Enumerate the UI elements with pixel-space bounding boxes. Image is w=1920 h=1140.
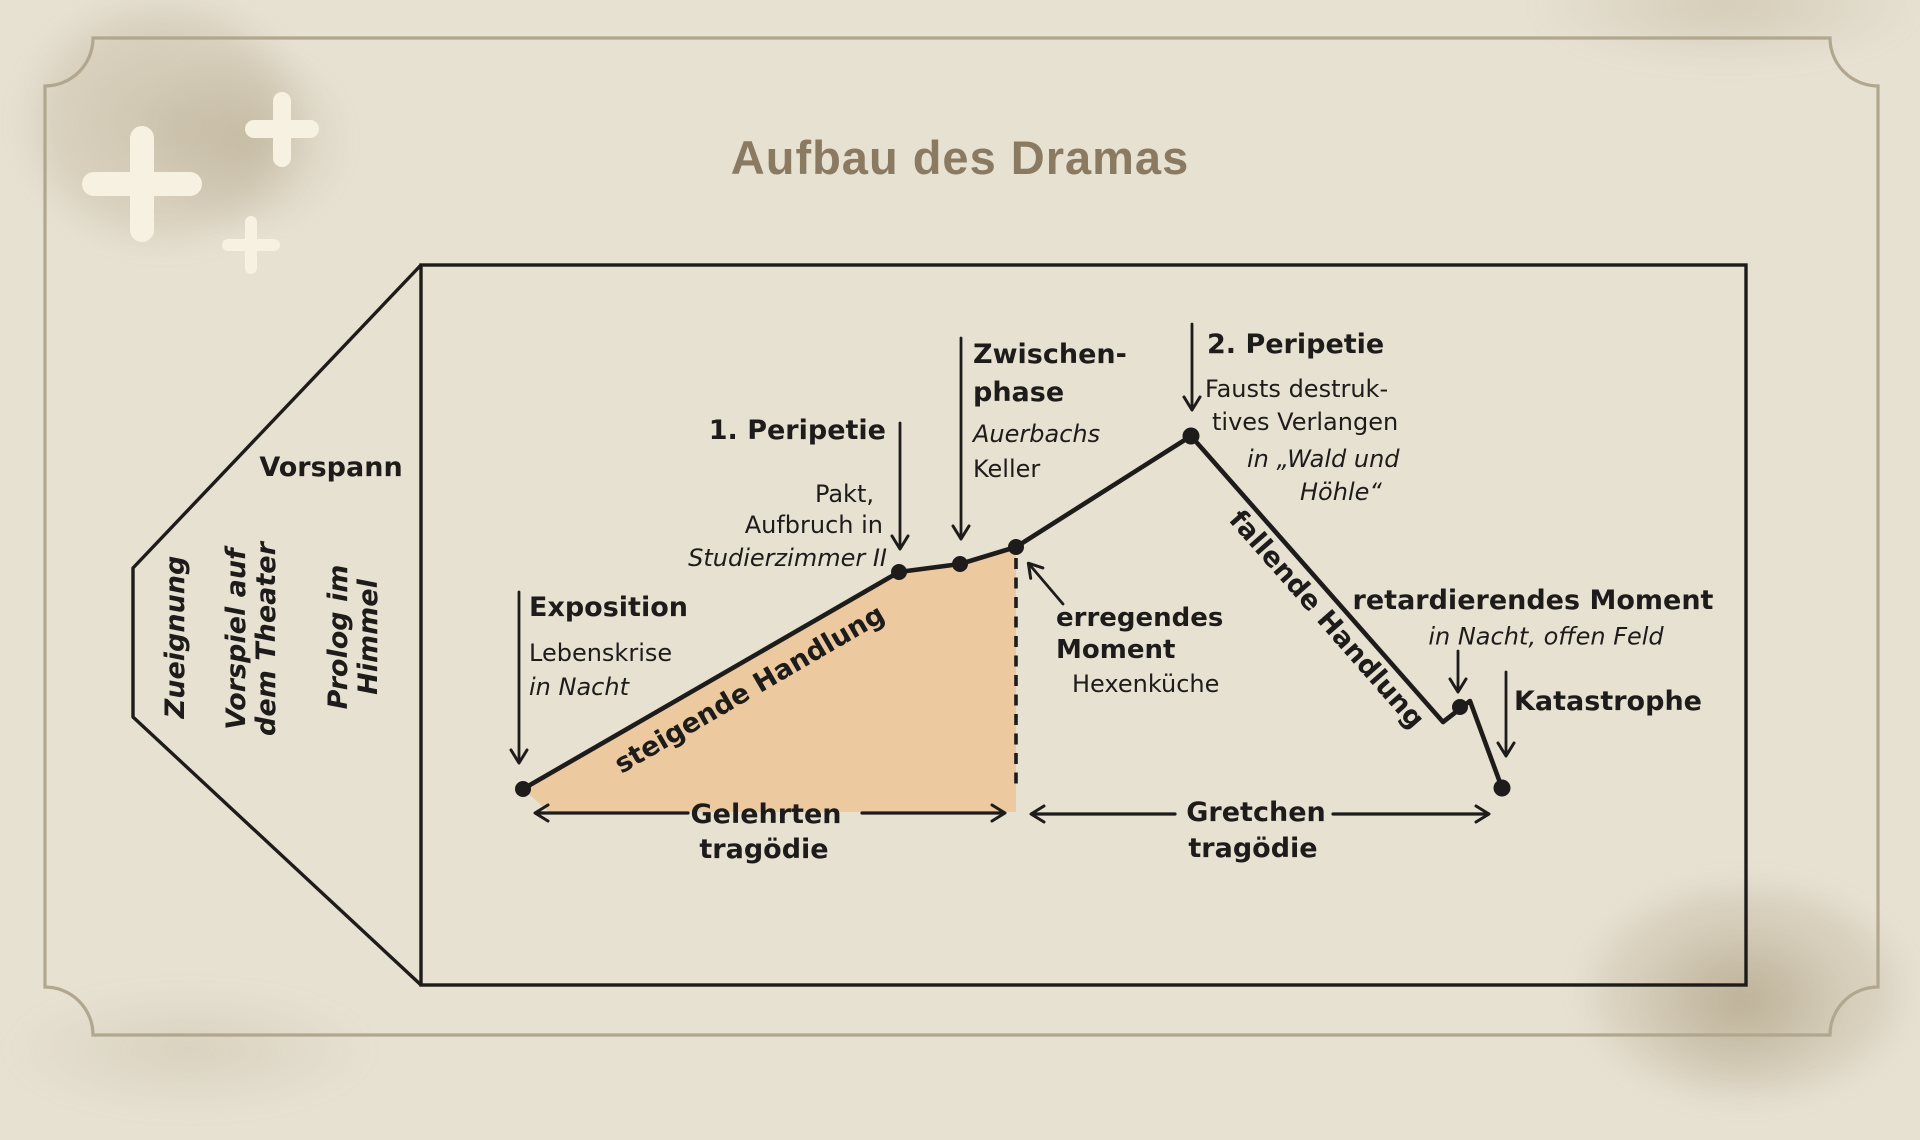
gretchen-span-line2: tragödie — [1188, 832, 1318, 864]
peripetie2-line4: Höhle“ — [1300, 478, 1382, 506]
annotation-arrows — [509, 322, 1516, 765]
peripetie1-line1: Pakt, — [814, 480, 874, 508]
peripetie1-line3: Studierzimmer II — [688, 544, 887, 572]
peripetie2-line2: tives Verlangen — [1212, 408, 1399, 436]
zwischenphase-title-line1: Zwischen- — [973, 339, 1127, 370]
zwischenphase-title-line2: phase — [973, 377, 1065, 408]
gretchen-span-line1: Gretchen — [1186, 796, 1326, 828]
plot-point-dots — [515, 427, 1511, 797]
plus-decoration-large — [82, 126, 202, 242]
retardierendes-title: retardierendes Moment — [1352, 584, 1714, 616]
peripetie1-line2: Aufbruch in — [744, 511, 883, 539]
gelehrten-span-line1: Gelehrten — [690, 798, 842, 830]
exposition-line2: in Nacht — [529, 673, 629, 701]
zwischenphase-line1: Auerbachs — [973, 420, 1101, 448]
page-title: Aufbau des Dramas — [730, 131, 1190, 184]
peripetie1-title: 1. Peripetie — [708, 415, 886, 446]
vorspiel-label: Vorspiel auf dem Theater — [220, 542, 282, 736]
diagram-canvas — [43, 36, 1880, 1037]
diagram-box-outline — [419, 263, 1748, 987]
erregendes-line1: Hexenküche — [1072, 670, 1220, 698]
retardierendes-line1: in Nacht, offen Feld — [1428, 622, 1664, 651]
tragedy-span-arrows — [533, 803, 1491, 824]
page-frame-border — [43, 36, 1880, 1037]
erregendes-arrow — [1026, 561, 1065, 606]
peripetie2-line1: Fausts destruk- — [1205, 375, 1389, 403]
exposition-line1: Lebenskrise — [529, 639, 673, 667]
zueignung-label: Zueignung — [159, 555, 191, 719]
gelehrten-span-line2: tragödie — [699, 833, 829, 865]
prolog-label: Prolog im Himmel — [322, 564, 384, 710]
peripetie2-title: 2. Peripetie — [1207, 329, 1385, 360]
zwischenphase-line2: Keller — [973, 455, 1041, 483]
plus-decoration-medium — [245, 92, 319, 167]
exposition-title: Exposition — [529, 592, 688, 623]
peripetie2-line3: in „Wald und — [1247, 445, 1400, 473]
prelude-flap-outline — [131, 263, 423, 987]
vorspann-label: Vorspann — [259, 451, 403, 483]
katastrophe-label: Katastrophe — [1514, 686, 1702, 717]
erregendes-title-line2: Moment — [1056, 635, 1176, 665]
rising-action-shade — [523, 549, 1016, 812]
plus-decoration-small — [222, 216, 280, 274]
erregendes-title-line1: erregendes — [1056, 603, 1224, 633]
